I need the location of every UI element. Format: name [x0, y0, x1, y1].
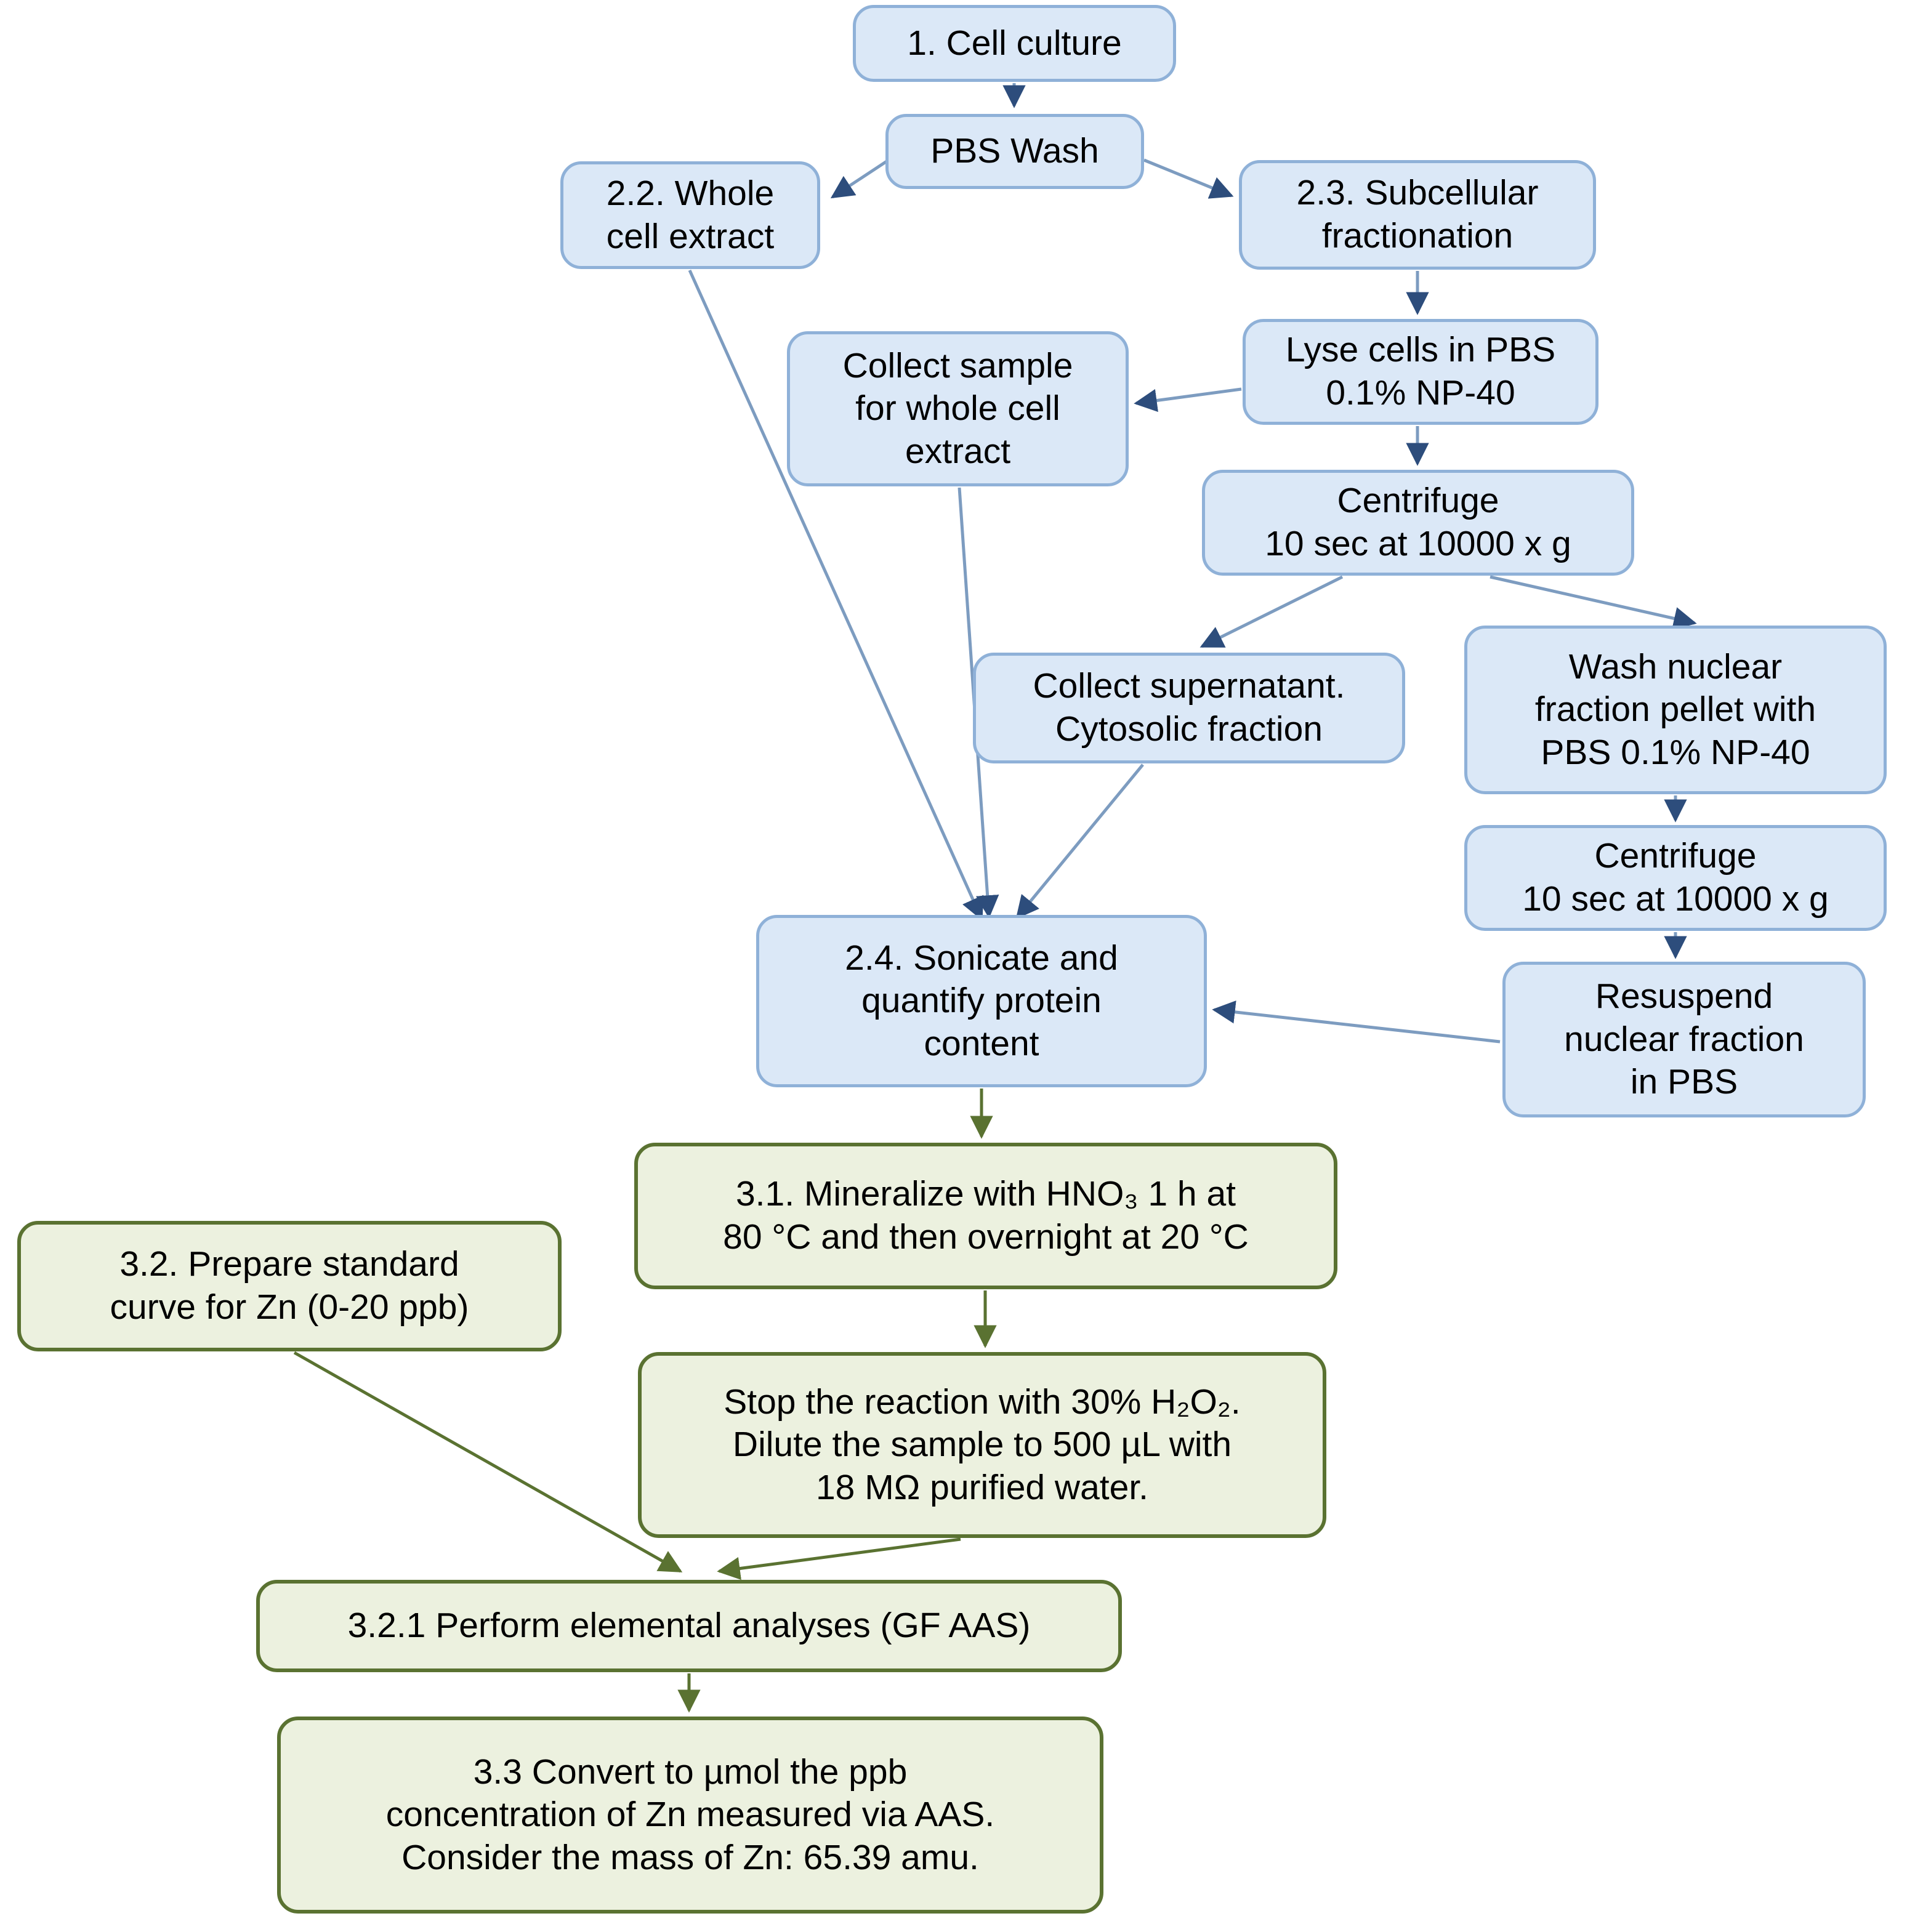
arrow-pbs-wash-to-subcellular	[1143, 158, 1234, 199]
node-resuspend-nuclear: Resuspend nuclear fraction in PBS	[1502, 962, 1866, 1117]
node-elemental-analyses: 3.2.1 Perform elemental analyses (GF AAS…	[256, 1580, 1122, 1672]
arrow-pbs-wash-to-whole-cell	[830, 159, 888, 199]
arrow-stop-to-elemental	[717, 1537, 961, 1580]
node-sonicate: 2.4. Sonicate and quantify protein conte…	[756, 915, 1207, 1087]
arrow-lyse-to-collect-sample	[1134, 387, 1242, 413]
node-convert-umol: 3.3 Convert to µmol the ppb concentratio…	[277, 1717, 1103, 1914]
arrow-supernatant-to-sonicate	[1015, 763, 1144, 919]
arrow-standard-curve-to-elemental	[293, 1351, 683, 1573]
node-collect-sample: Collect sample for whole cell extract	[787, 331, 1129, 486]
node-cell-culture: 1. Cell culture	[853, 5, 1176, 82]
node-mineralize: 3.1. Mineralize with HNO₃ 1 h at 80 °C a…	[634, 1143, 1337, 1289]
node-pbs-wash: PBS Wash	[885, 114, 1144, 189]
node-centrifuge-2: Centrifuge 10 sec at 10000 x g	[1464, 825, 1887, 931]
node-wash-nuclear: Wash nuclear fraction pellet with PBS 0.…	[1464, 626, 1887, 794]
node-whole-cell-extract: 2.2. Whole cell extract	[560, 161, 820, 269]
node-subcellular-fractionation: 2.3. Subcellular fractionation	[1239, 160, 1596, 270]
node-lyse-cells: Lyse cells in PBS 0.1% NP-40	[1243, 319, 1599, 425]
node-standard-curve: 3.2. Prepare standard curve for Zn (0-20…	[17, 1221, 562, 1351]
arrow-resuspend-to-sonicate	[1212, 1000, 1501, 1044]
arrow-centrifuge1-to-supernatant	[1199, 575, 1344, 648]
node-centrifuge-1: Centrifuge 10 sec at 10000 x g	[1202, 470, 1634, 576]
node-stop-reaction: Stop the reaction with 30% H₂O₂. Dilute …	[638, 1352, 1326, 1538]
node-collect-supernatant: Collect supernatant. Cytosolic fraction	[973, 653, 1405, 763]
arrow-centrifuge1-to-wash-nuclear	[1490, 575, 1697, 630]
